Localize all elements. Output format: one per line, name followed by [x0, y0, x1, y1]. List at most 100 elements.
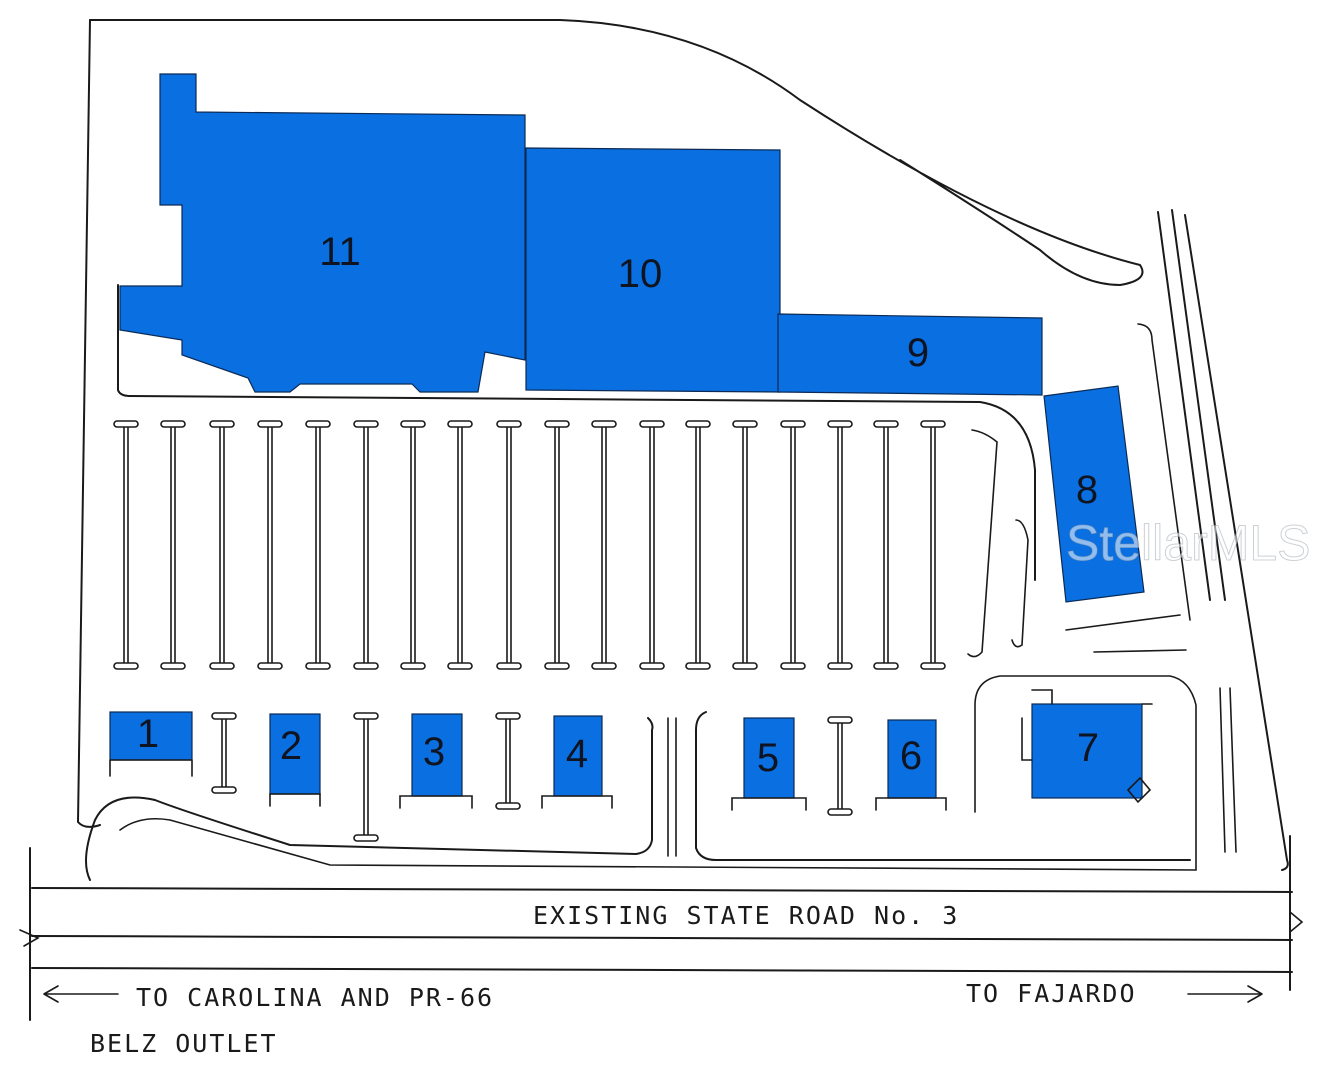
parking-stall-cap	[544, 420, 570, 428]
parking-stall-divider	[742, 424, 748, 664]
front-drive-west	[85, 717, 654, 881]
arrow-east-icon	[1187, 985, 1263, 1003]
building-9	[777, 313, 1043, 396]
pad-building-frame	[399, 795, 473, 809]
pad-stall-cap	[495, 712, 521, 720]
building-8	[1043, 385, 1145, 603]
parking-stall-cap	[447, 420, 473, 428]
pad-stall-cap	[211, 786, 237, 794]
parking-stall-divider	[601, 424, 607, 664]
arrow-west-icon	[43, 985, 119, 1003]
parking-stall-divider	[457, 424, 463, 664]
parking-stall-cap	[400, 662, 426, 670]
parking-stall-cap	[160, 420, 186, 428]
parking-stall-cap	[780, 662, 806, 670]
parking-stall-cap	[780, 420, 806, 428]
parking-stall-cap	[685, 662, 711, 670]
parking-stall-cap	[639, 420, 665, 428]
parking-stall-cap	[591, 420, 617, 428]
parking-stall-cap	[257, 420, 283, 428]
unit-label-8: 8	[1076, 468, 1098, 512]
parking-stall-cap	[257, 662, 283, 670]
building-1	[109, 711, 193, 761]
parking-stall-divider	[315, 424, 321, 664]
parking-stall-cap	[732, 420, 758, 428]
building-6	[887, 719, 937, 799]
parking-stall-cap	[544, 662, 570, 670]
highway-lane-line-1	[31, 887, 1293, 893]
parking-stall-cap	[827, 420, 853, 428]
parking-stall-cap	[447, 662, 473, 670]
parking-stall-cap	[827, 662, 853, 670]
highway-break-east	[1289, 911, 1304, 933]
pad-building-frame	[541, 795, 613, 809]
property-boundary	[89, 19, 1144, 286]
median-divider	[667, 717, 677, 857]
unit-label-7: 7	[1077, 726, 1099, 770]
parking-stall-cap	[873, 420, 899, 428]
parking-stall-cap	[400, 420, 426, 428]
pad-building-frame	[269, 793, 321, 807]
unit-label-2: 2	[280, 724, 302, 768]
parking-stall-cap	[113, 420, 139, 428]
watermark-text: StellarMLS	[1066, 515, 1311, 571]
pad-building-frame	[731, 797, 807, 811]
pad-stall-divider	[505, 716, 511, 806]
parking-stall-cap	[353, 420, 379, 428]
parking-stall-divider	[506, 424, 512, 664]
parking-stall-divider	[790, 424, 796, 664]
pad-stall-cap	[495, 802, 521, 810]
unit-label-10: 10	[618, 252, 663, 296]
building-7-detail	[1021, 689, 1153, 804]
east-access-median	[1219, 687, 1237, 853]
unit-label-11: 11	[319, 230, 361, 274]
pad-stall-cap	[211, 712, 237, 720]
parking-stall-cap	[639, 662, 665, 670]
northeast-access-road	[1157, 209, 1289, 871]
pad-stalls	[211, 712, 947, 842]
front-drive-east	[695, 711, 1191, 861]
parking-stall-cap	[305, 420, 331, 428]
pad-stall-cap	[827, 716, 853, 724]
parking-stall-divider	[837, 424, 843, 664]
parking-island-east-2	[1065, 323, 1191, 653]
parking-stall-divider	[219, 424, 225, 664]
pad-stall-divider	[221, 716, 227, 790]
parking-stall-divider	[554, 424, 560, 664]
unit-label-1: 1	[137, 712, 159, 756]
parking-stall-cap	[685, 420, 711, 428]
direction-label-east: TO FAJARDO	[966, 979, 1137, 1008]
building-11	[119, 73, 526, 393]
parking-stall-cap	[496, 420, 522, 428]
unit-label-6: 6	[900, 734, 922, 778]
unit-label-3: 3	[423, 730, 445, 774]
pad-stall-divider	[837, 720, 843, 812]
parking-stall-cap	[873, 662, 899, 670]
pad-stall-cap	[353, 834, 379, 842]
parking-stall-cap	[353, 662, 379, 670]
parking-stall-cap	[496, 662, 522, 670]
road-label: EXISTING STATE ROAD No. 3	[533, 901, 959, 930]
parking-stall-cap	[920, 662, 946, 670]
rear-drive	[117, 284, 1036, 581]
building-7	[1031, 703, 1143, 799]
pad-stall-cap	[353, 712, 379, 720]
parking-stall-divider	[170, 424, 176, 664]
landmark-label: BELZ OUTLET	[90, 1029, 278, 1058]
parking-stall-cap	[591, 662, 617, 670]
parking-stall-divider	[695, 424, 701, 664]
unit-label-9: 9	[907, 331, 929, 375]
parking-stall-cap	[113, 662, 139, 670]
parking-stall-divider	[649, 424, 655, 664]
unit-label-4: 4	[566, 732, 588, 776]
parking-aisles	[113, 420, 946, 670]
pad-building-frame	[875, 797, 947, 811]
parking-stall-cap	[209, 420, 235, 428]
highway-break-west	[19, 929, 40, 947]
parking-stall-divider	[267, 424, 273, 664]
parking-stall-cap	[209, 662, 235, 670]
parking-stall-divider	[410, 424, 416, 664]
building-3	[411, 713, 463, 797]
front-drive-inner	[119, 675, 1197, 871]
